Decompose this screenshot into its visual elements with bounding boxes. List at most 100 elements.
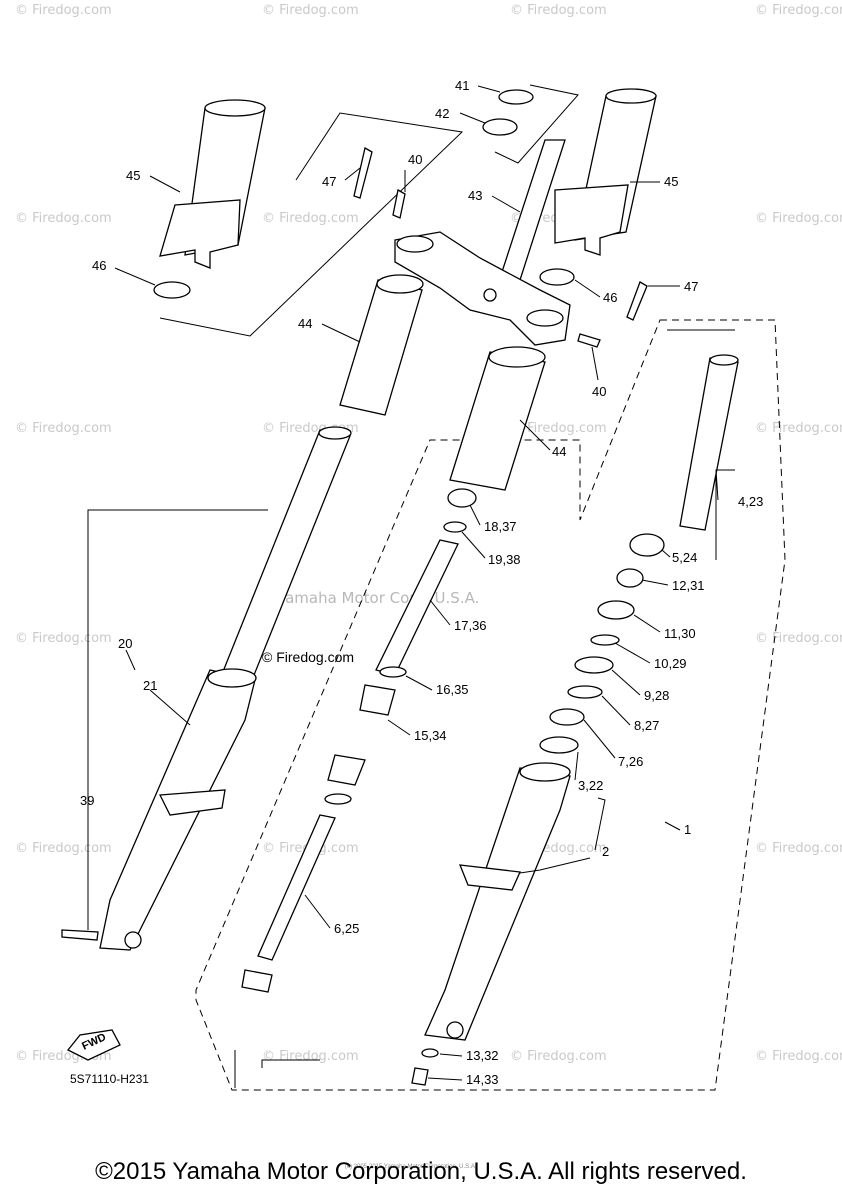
label-12-31: 12,31 <box>672 578 705 593</box>
nut-41-icon <box>498 89 534 105</box>
label-21: 21 <box>143 678 157 693</box>
spring-15-lower-icon <box>327 754 366 786</box>
label-40-top: 40 <box>408 152 422 167</box>
assembly-outlines <box>87 84 786 1091</box>
label-39: 39 <box>80 793 94 808</box>
tube-body <box>679 357 739 531</box>
seal-7-icon <box>549 708 585 726</box>
label-11-30: 11,30 <box>664 626 696 641</box>
watermark: © Firedog.com <box>755 1049 842 1064</box>
bolt-47-left-icon <box>353 147 373 199</box>
spring-6-icon <box>241 969 273 993</box>
outer-top-ring <box>519 762 571 782</box>
bushing-5-icon <box>629 533 665 557</box>
clip-15-icon <box>324 793 352 805</box>
label-15-34: 15,34 <box>414 728 447 743</box>
bolt-40-bottom-icon <box>577 333 601 348</box>
cover-top-rim <box>204 99 266 117</box>
watermark: © Firedog.com <box>262 3 359 18</box>
fwd-arrow-icon: FWD <box>66 1029 121 1061</box>
watermark: © Firedog.com <box>755 211 842 226</box>
label-45-right: 45 <box>664 174 678 189</box>
cover-tube-44-upper-icon <box>339 274 424 416</box>
bolt-47-right-icon <box>626 281 648 321</box>
watermark: © Firedog.com <box>15 211 112 226</box>
watermark: © Firedog.com <box>755 841 842 856</box>
axle-hole <box>446 1021 464 1039</box>
bracket-clamp-right <box>526 309 564 327</box>
label-44-upper: 44 <box>298 316 312 331</box>
label-2: 2 <box>602 844 609 859</box>
watermark: © Firedog.com <box>755 3 842 18</box>
watermark: © Firedog.com <box>755 631 842 646</box>
copyright-footer: ©2015 Yamaha Motor Corporation, U.S.A. A… <box>95 1158 747 1185</box>
axle-hole <box>124 931 142 949</box>
watermark: © Firedog.com <box>262 1049 359 1064</box>
label-46-right: 46 <box>603 290 617 305</box>
tube-top <box>709 354 739 366</box>
tube-body <box>339 279 423 416</box>
outer-body <box>424 767 571 1041</box>
dust-seal-3-icon <box>539 736 579 754</box>
label-6-25: 6,25 <box>334 921 359 936</box>
label-19-38: 19,38 <box>488 552 521 567</box>
label-3-22: 3,22 <box>578 778 603 793</box>
watermark: © Firedog.com <box>510 1049 607 1064</box>
tube-top <box>488 346 546 368</box>
label-4-23: 4,23 <box>738 494 763 509</box>
outline-fork-assembly-1 <box>195 319 786 1091</box>
clip-10-icon <box>590 634 620 646</box>
label-16-35: 16,35 <box>436 682 469 697</box>
label-1: 1 <box>684 822 691 837</box>
outer-tube-2-icon <box>424 762 571 1041</box>
seal-42-icon <box>482 118 518 136</box>
inner-tube-4-icon <box>679 354 739 531</box>
outline-top-nut <box>494 84 579 164</box>
watermark: © Firedog.com <box>15 3 112 18</box>
center-firedog-watermark: © Firedog.com <box>262 649 354 665</box>
label-17-36: 17,36 <box>454 618 487 633</box>
leader-20-box <box>87 509 268 780</box>
center-watermark: Yamaha Motor Corp, U.S.A. <box>277 589 479 607</box>
axle-bracket <box>158 789 226 816</box>
watermark: © Firedog.com <box>15 631 112 646</box>
bolt-14-icon <box>411 1067 429 1086</box>
watermark: © Firedog.com <box>262 211 359 226</box>
damper-rod-17-icon <box>375 539 459 676</box>
label-8-27: 8,27 <box>634 718 659 733</box>
label-14-33: 14,33 <box>466 1072 499 1087</box>
outer-tube-21-icon <box>99 668 257 951</box>
diagram-code: 5S71110-H231 <box>70 1072 149 1086</box>
bolt-39-icon <box>61 929 99 941</box>
seal-11-icon <box>597 600 635 620</box>
bracket-body <box>394 231 571 346</box>
bracket-hole <box>483 288 497 302</box>
seal-46-left-icon <box>153 281 191 299</box>
o-ring-19-icon <box>443 521 467 533</box>
label-44-lower: 44 <box>552 444 566 459</box>
label-47-right: 47 <box>684 279 698 294</box>
spring-15-upper-icon <box>359 684 396 716</box>
label-18-37: 18,37 <box>484 519 517 534</box>
label-41: 41 <box>455 78 469 93</box>
small-print: (c) 2005-2015 Yamaha Motor Corporation, … <box>345 1164 477 1170</box>
cover-tube-44-lower-icon <box>449 346 546 491</box>
under-bracket-icon <box>394 231 571 346</box>
washer-16-icon <box>379 666 407 678</box>
bracket-clamp-left <box>396 235 434 253</box>
fork-cover-right <box>554 88 657 256</box>
seal-46-right-icon <box>539 268 575 286</box>
label-40-bottom: 40 <box>592 384 606 399</box>
label-5-24: 5,24 <box>672 550 697 565</box>
watermark: © Firedog.com <box>510 3 607 18</box>
caliper-bracket <box>458 864 521 891</box>
outer-top-ring <box>207 668 257 688</box>
watermark: © Firedog.com <box>15 421 112 436</box>
bolt-40-top-icon <box>392 188 406 219</box>
bushing-12-icon <box>616 568 644 588</box>
cover-top-rim <box>605 88 657 104</box>
cap-bolt-18-icon <box>447 488 477 508</box>
label-45-left: 45 <box>126 168 140 183</box>
oil-seal-9-icon <box>574 656 614 674</box>
